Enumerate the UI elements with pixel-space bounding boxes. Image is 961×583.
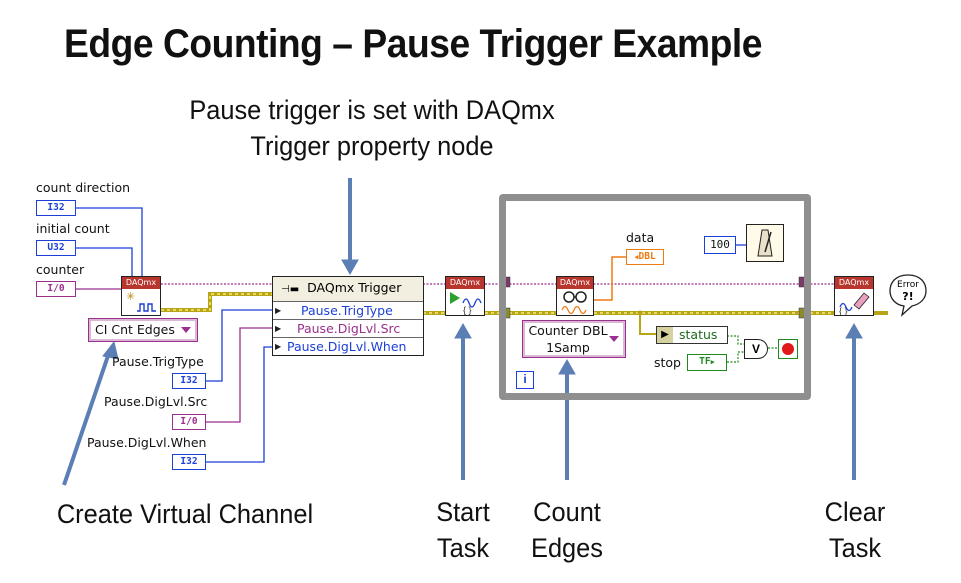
property-diglvl-when: Pause.DigLvl.When xyxy=(287,339,407,354)
property-row-diglvl-src[interactable]: ▶Pause.DigLvl.Src xyxy=(273,319,423,337)
stop-condition-icon[interactable] xyxy=(778,339,798,359)
status-label: status xyxy=(679,327,718,342)
svg-text:{ }: { } xyxy=(839,306,848,315)
read-mode-line1: Counter DBL xyxy=(528,323,608,338)
svg-text:✳: ✳ xyxy=(126,291,135,303)
glasses-icon xyxy=(557,289,593,315)
iteration-label: i xyxy=(523,372,527,386)
chevron-down-icon xyxy=(181,327,191,333)
counter-control[interactable]: I/0 xyxy=(36,281,76,297)
clear-task-vi-header: DAQmx xyxy=(835,277,873,289)
pause-note-line1: Pause trigger is set with DAQmx xyxy=(189,95,555,125)
property-node-header: ⊣▬ DAQmx Trigger xyxy=(273,277,423,301)
svg-text:{ }: { } xyxy=(463,305,472,315)
count-line2: Edges xyxy=(531,532,603,563)
wait-ms-constant[interactable]: 100 xyxy=(704,236,736,254)
count-line1: Count xyxy=(533,497,601,527)
or-gate: V xyxy=(744,339,768,359)
error-handler-icon[interactable]: Error ?! xyxy=(888,273,928,317)
start-task-caption: Start Task xyxy=(425,495,500,567)
chevron-down-icon xyxy=(609,336,619,342)
clear-task-vi[interactable]: DAQmx { } xyxy=(834,276,874,316)
daqmx-trigger-property-node[interactable]: ⊣▬ DAQmx Trigger ▶Pause.TrigType ▶Pause.… xyxy=(272,276,424,356)
status-unbundle[interactable]: ▶ status xyxy=(656,326,728,344)
error-line2: ?! xyxy=(902,290,914,303)
stop-label: stop xyxy=(654,355,681,370)
counter-dbl-selector[interactable]: Counter DBL 1Samp xyxy=(522,320,626,358)
create-channel-vi[interactable]: DAQmx ✳ xyxy=(121,276,161,316)
metronome-icon xyxy=(747,225,783,261)
clear-task-caption: Clear Task xyxy=(817,495,892,567)
ci-cnt-edges-selector[interactable]: CI Cnt Edges xyxy=(88,318,198,342)
property-node-title: DAQmx Trigger xyxy=(307,280,402,295)
annotation-arrows xyxy=(62,178,863,486)
initial-count-label: initial count xyxy=(36,221,110,236)
clear-line2: Task xyxy=(828,532,882,563)
pause-trigtype-label: Pause.TrigType xyxy=(112,354,204,369)
start-task-vi[interactable]: DAQmx { } xyxy=(445,276,485,316)
page-title: Edge Counting – Pause Trigger Example xyxy=(64,22,763,66)
data-type: DBL xyxy=(638,251,656,262)
clear-line1: Clear xyxy=(824,497,886,527)
pause-trigtype-control[interactable]: I32 xyxy=(172,373,206,389)
count-edges-caption: Count Edges xyxy=(525,495,610,567)
count-direction-control[interactable]: I32 xyxy=(36,200,76,216)
iteration-terminal: i xyxy=(516,371,534,389)
property-row-trigtype[interactable]: ▶Pause.TrigType xyxy=(273,301,423,319)
play-icon: { } xyxy=(446,289,484,315)
unbundle-arrow-icon: ▶ xyxy=(657,327,673,343)
eraser-icon: { } xyxy=(835,289,873,315)
pause-trigger-note: Pause trigger is set with DAQmx Trigger … xyxy=(184,93,560,165)
create-channel-vi-header: DAQmx xyxy=(122,277,160,289)
ci-cnt-edges-label: CI Cnt Edges xyxy=(95,322,175,337)
pause-diglvl-src-label: Pause.DigLvl.Src xyxy=(104,394,208,409)
daqmx-read-vi[interactable]: DAQmx xyxy=(556,276,594,316)
start-line2: Task xyxy=(436,532,490,563)
counter-label: counter xyxy=(36,262,85,277)
property-row-diglvl-when[interactable]: ▶Pause.DigLvl.When xyxy=(273,337,423,355)
count-direction-label: count direction xyxy=(36,180,131,195)
data-label: data xyxy=(626,230,655,245)
property-diglvl-src: Pause.DigLvl.Src xyxy=(297,321,401,336)
error-line1: Error xyxy=(897,280,919,290)
wait-ms-vi[interactable] xyxy=(746,224,784,262)
pause-diglvl-when-label: Pause.DigLvl.When xyxy=(87,435,207,450)
read-mode-line2: 1Samp xyxy=(546,340,590,355)
property-node-icon: ⊣▬ xyxy=(281,284,300,295)
or-gate-label: V xyxy=(751,342,760,356)
create-channel-icon: ✳ xyxy=(122,289,160,315)
read-vi-header: DAQmx xyxy=(557,277,593,289)
property-trigtype: Pause.TrigType xyxy=(301,303,393,318)
data-indicator[interactable]: ◀DBL xyxy=(626,249,664,265)
stop-button-control[interactable]: TF▶ xyxy=(687,354,727,371)
while-loop xyxy=(499,194,811,400)
pause-diglvl-src-control[interactable]: I/0 xyxy=(172,414,206,430)
create-channel-caption: Create Virtual Channel xyxy=(56,499,314,529)
start-line1: Start xyxy=(436,497,490,527)
pause-note-line2: Trigger property node xyxy=(250,130,494,161)
start-task-vi-header: DAQmx xyxy=(446,277,484,289)
pause-diglvl-when-control[interactable]: I32 xyxy=(172,454,206,470)
stop-type: TF xyxy=(699,356,711,367)
initial-count-control[interactable]: U32 xyxy=(36,240,76,256)
